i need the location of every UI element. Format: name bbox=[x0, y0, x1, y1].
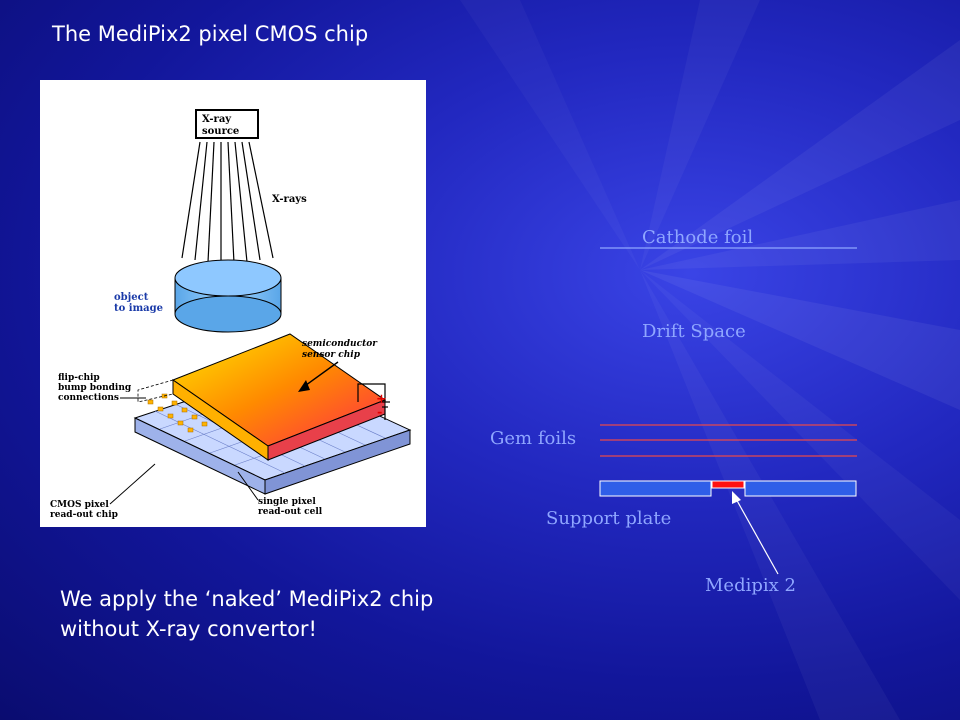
support-plate-left bbox=[599, 480, 712, 497]
object-cylinder bbox=[174, 259, 282, 297]
xray-source-label: X-ray bbox=[202, 114, 232, 125]
medipix-illustration: X-ray source X-rays object to image bbox=[40, 80, 426, 527]
xrays-label: X-rays bbox=[272, 194, 307, 205]
object-label: object bbox=[114, 292, 149, 303]
medipix-chip bbox=[711, 480, 745, 489]
battery-plus: + bbox=[376, 392, 387, 407]
drift-space-label: Drift Space bbox=[642, 321, 746, 342]
battery-minus: - bbox=[377, 405, 382, 420]
medipix-pointer bbox=[734, 496, 779, 575]
xray-source-box bbox=[195, 109, 259, 139]
battery-symbol bbox=[357, 383, 390, 420]
caption-line-1: We apply the ‘naked’ MediPix2 chip bbox=[60, 587, 434, 611]
bump-label-2: bump bonding bbox=[58, 383, 132, 393]
caption-line-2: without X-ray convertor! bbox=[60, 617, 317, 641]
bump-label: flip-chip bbox=[58, 373, 100, 383]
pixel-label: single pixel bbox=[258, 497, 316, 507]
slide-title: The MediPix2 pixel CMOS chip bbox=[52, 22, 369, 46]
slide-caption: We apply the ‘naked’ MediPix2 chip witho… bbox=[60, 584, 433, 644]
cmos-label: CMOS pixel bbox=[50, 500, 109, 510]
xray-beams bbox=[181, 141, 274, 264]
sensor-label: semiconductor bbox=[302, 339, 378, 349]
pixel-label-2: read-out cell bbox=[258, 507, 323, 517]
xray-source-label-2: source bbox=[202, 126, 239, 137]
medipix-label: Medipix 2 bbox=[705, 575, 796, 596]
cathode-foil-label: Cathode foil bbox=[642, 227, 754, 248]
gem-foils-label: Gem foils bbox=[490, 428, 577, 449]
bump-label-3: connections bbox=[58, 393, 119, 403]
cmos-label-2: read-out chip bbox=[50, 510, 118, 520]
object-label-2: to image bbox=[114, 303, 163, 314]
sensor-label-2: sensor chip bbox=[302, 350, 361, 360]
support-plate-label: Support plate bbox=[546, 508, 672, 529]
support-plate-right bbox=[744, 480, 857, 497]
sensor-arrow bbox=[301, 361, 339, 389]
